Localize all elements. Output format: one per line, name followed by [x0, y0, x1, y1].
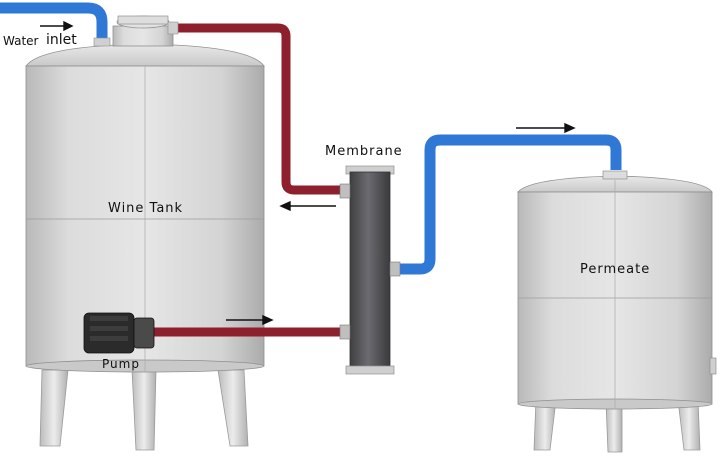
- inlet-label: inlet: [46, 32, 77, 48]
- permeate-label: Permeate: [580, 262, 651, 277]
- tank-leg: [217, 369, 249, 447]
- inlet-collar: [93, 37, 111, 47]
- wine-tank: [25, 15, 265, 451]
- arrow-right-icon: [226, 314, 274, 326]
- membrane-port: [389, 261, 401, 277]
- wine-tank-label: Wine Tank: [108, 201, 184, 216]
- return-fitting: [167, 21, 179, 35]
- pump-fin: [90, 336, 128, 341]
- arrow-left-icon: [279, 200, 336, 212]
- membrane-port: [339, 183, 351, 199]
- membrane-port: [339, 324, 351, 340]
- tank-leg: [605, 401, 623, 453]
- pump-head: [133, 317, 155, 349]
- membrane-label: Membrane: [325, 144, 403, 159]
- pump-label: Pump: [102, 357, 140, 371]
- arrow-right-icon: [516, 122, 576, 134]
- water-label: Water: [3, 34, 39, 48]
- membrane-module: [339, 165, 401, 375]
- flow-arrows: [40, 20, 576, 326]
- pump-fin: [90, 326, 128, 331]
- membrane-cap-bottom: [345, 365, 395, 375]
- tank-leg: [131, 369, 157, 451]
- tank-leg: [39, 369, 69, 447]
- tank-hatch: [112, 25, 174, 47]
- tank-nozzle: [602, 170, 628, 180]
- pump: [83, 312, 155, 354]
- wine-return-pipe: [172, 23, 346, 195]
- tank-side-fitting: [709, 357, 717, 375]
- membrane-body: [349, 171, 391, 369]
- water-inlet-pipe: [0, 2, 108, 44]
- tank-hatch-rim: [117, 15, 169, 25]
- pump-fin: [90, 316, 128, 321]
- arrow-right-icon: [40, 20, 74, 32]
- permeate-tank: [517, 170, 717, 453]
- permeate-pipe: [394, 134, 622, 275]
